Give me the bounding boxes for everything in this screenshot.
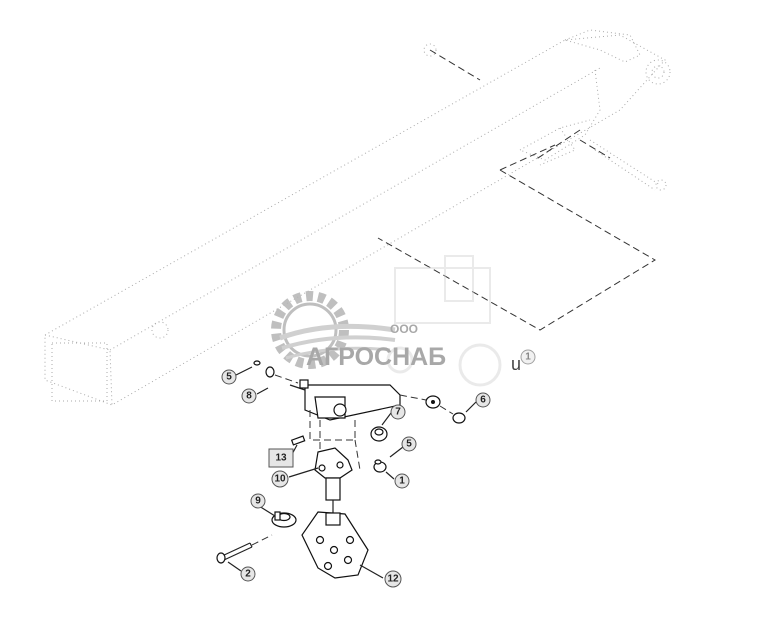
callout-13: 13 <box>268 448 294 468</box>
right-bolt <box>579 139 667 191</box>
svg-text:6: 6 <box>480 395 486 406</box>
nut-1 <box>373 459 387 473</box>
svg-text:2: 2 <box>245 569 251 580</box>
callout-8: 8 <box>241 388 257 404</box>
clevis-part <box>314 447 353 516</box>
washer-6 <box>399 394 466 424</box>
svg-text:9: 9 <box>255 496 261 507</box>
nut-7 <box>370 426 388 442</box>
long-bolt <box>216 534 273 564</box>
svg-text:13: 13 <box>275 453 287 464</box>
washer-5-left <box>253 360 299 384</box>
callout-6: 6 <box>475 392 491 408</box>
callout-5: 5 <box>221 369 237 385</box>
watermark-suffix: u <box>511 354 521 374</box>
callout-2: 2 <box>240 566 256 582</box>
svg-text:5: 5 <box>406 439 412 450</box>
swivel-plate <box>301 511 369 579</box>
svg-text:12: 12 <box>387 574 399 585</box>
callout-12: 12 <box>384 570 402 588</box>
watermark-logo: ООО АГРОСНАБ u <box>271 255 521 387</box>
svg-text:1: 1 <box>525 352 531 363</box>
dashed-plate <box>377 129 656 331</box>
collar <box>271 511 297 528</box>
callout-9: 9 <box>250 493 266 509</box>
svg-text:8: 8 <box>246 391 252 402</box>
callout-7: 7 <box>390 404 406 420</box>
svg-text:10: 10 <box>274 474 286 485</box>
top-bolt <box>423 43 481 81</box>
tractor-icon <box>386 255 502 387</box>
callout-10: 10 <box>271 470 289 488</box>
small-pin <box>290 435 306 446</box>
watermark-company: АГРОСНАБ <box>306 343 446 371</box>
main-beam <box>44 29 671 406</box>
gear-icon <box>271 291 396 369</box>
bracket-assembly <box>289 379 401 471</box>
svg-text:1: 1 <box>399 476 405 487</box>
svg-text:5: 5 <box>226 372 232 383</box>
callout-1-top: 1 <box>520 349 536 365</box>
callout-1: 1 <box>394 473 410 489</box>
svg-text:7: 7 <box>395 407 401 418</box>
callout-5-right: 5 <box>401 436 417 452</box>
watermark-prefix: ООО <box>390 322 418 336</box>
